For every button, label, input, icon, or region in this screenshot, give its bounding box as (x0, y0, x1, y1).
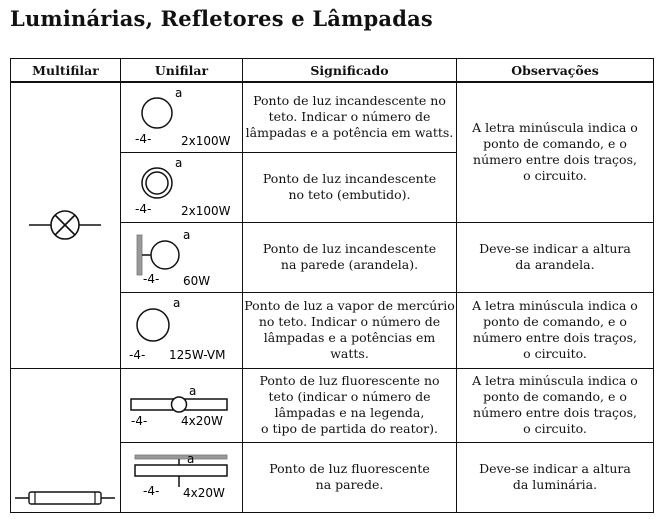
command-letter: a (173, 296, 180, 310)
observation-cell: A letra minúscula indica o ponto de coma… (456, 291, 654, 369)
command-letter: a (189, 384, 196, 398)
description-cell: Ponto de luz fluorescente na parede. (242, 441, 457, 513)
circuit-label: -4- (143, 272, 159, 286)
unifilar-mercury-cell: a -4- 125W-VM (120, 291, 243, 369)
power-label: 4x20W (181, 414, 223, 428)
table-row: a -4- 2x100W Ponto de luz incandescente … (10, 81, 654, 369)
fluorescent-tube-multifilar-icon (15, 490, 115, 505)
fluorescent-wall-icon: a -4- 4x20W (134, 452, 228, 500)
header-observacoes: Observações (456, 58, 654, 83)
page-title: Luminárias, Refletores e Lâmpadas (10, 6, 433, 31)
unifilar-fluorescent-wall-cell: a -4- 4x20W (120, 441, 243, 513)
unifilar-fluorescent-ceiling-cell: a -4- 4x20W (120, 367, 243, 443)
wall-sconce-icon: a -4- 60W (136, 228, 210, 288)
circuit-label: -4- (131, 414, 147, 428)
description-cell: Ponto de luz incandescente na parede (ar… (242, 221, 457, 293)
recessed-ceiling-light-icon: a -4- 2x100W (135, 156, 231, 218)
description-cell: Ponto de luz a vapor de mercúrio no teto… (242, 291, 457, 369)
multifilar-incandescent-cell (10, 81, 121, 369)
circuit-label: -4- (143, 484, 159, 498)
description-cell: Ponto de luz fluorescente no teto (indic… (242, 367, 457, 443)
command-letter: a (187, 452, 194, 466)
ceiling-light-icon: a -4- 2x100W (135, 86, 231, 148)
description-cell: Ponto de luz incandescente no teto (embu… (242, 151, 457, 223)
circuit-label: -4- (135, 132, 151, 146)
power-label: 60W (183, 274, 210, 288)
mercury-vapor-light-icon: a -4- 125W-VM (129, 296, 225, 362)
command-letter: a (175, 86, 182, 100)
command-letter: a (175, 156, 182, 170)
observation-cell: Deve-se indicar a altura da luminária. (456, 441, 654, 513)
power-label: 125W-VM (169, 348, 225, 362)
header-unifilar: Unifilar (120, 58, 243, 83)
incandescent-lamp-multifilar-icon (29, 210, 101, 241)
circuit-label: -4- (135, 202, 151, 216)
description-cell: Ponto de luz incandescente no teto. Indi… (242, 81, 457, 153)
table-row: a -4- 60W Ponto de luz incandescente na … (11, 221, 654, 293)
header-row: Multifilar Unifilar Significado Observaç… (10, 58, 654, 83)
command-letter: a (183, 228, 190, 242)
power-label: 2x100W (181, 204, 231, 218)
table-row: a -4- 125W-VM Ponto de luz a vapor de me… (11, 291, 654, 369)
symbols-table: Multifilar Unifilar Significado Observaç… (10, 58, 654, 513)
header-multifilar: Multifilar (10, 58, 121, 83)
unifilar-wall-cell: a -4- 60W (120, 221, 243, 293)
table-row: a -4- 2x100W Ponto de luz incandescente … (11, 151, 654, 223)
unifilar-ceiling-cell: a -4- 2x100W (120, 81, 243, 153)
observation-cell: A letra minúscula indica o ponto de coma… (456, 367, 654, 443)
power-label: 4x20W (183, 486, 225, 500)
table-row: a -4- 4x20W Ponto de luz fluorescente no… (10, 367, 654, 513)
header-significado: Significado (242, 58, 457, 83)
observation-cell: Deve-se indicar a altura da arandela. (456, 221, 654, 293)
fluorescent-ceiling-icon: a -4- 4x20W (130, 384, 228, 428)
circuit-label: -4- (129, 348, 145, 362)
observation-cell: A letra minúscula indica o ponto de coma… (456, 81, 654, 223)
multifilar-fluorescent-cell (10, 367, 121, 513)
unifilar-recessed-cell: a -4- 2x100W (120, 151, 243, 223)
table-row: a -4- 4x20W Ponto de luz fluorescente na… (11, 441, 654, 513)
power-label: 2x100W (181, 134, 231, 148)
